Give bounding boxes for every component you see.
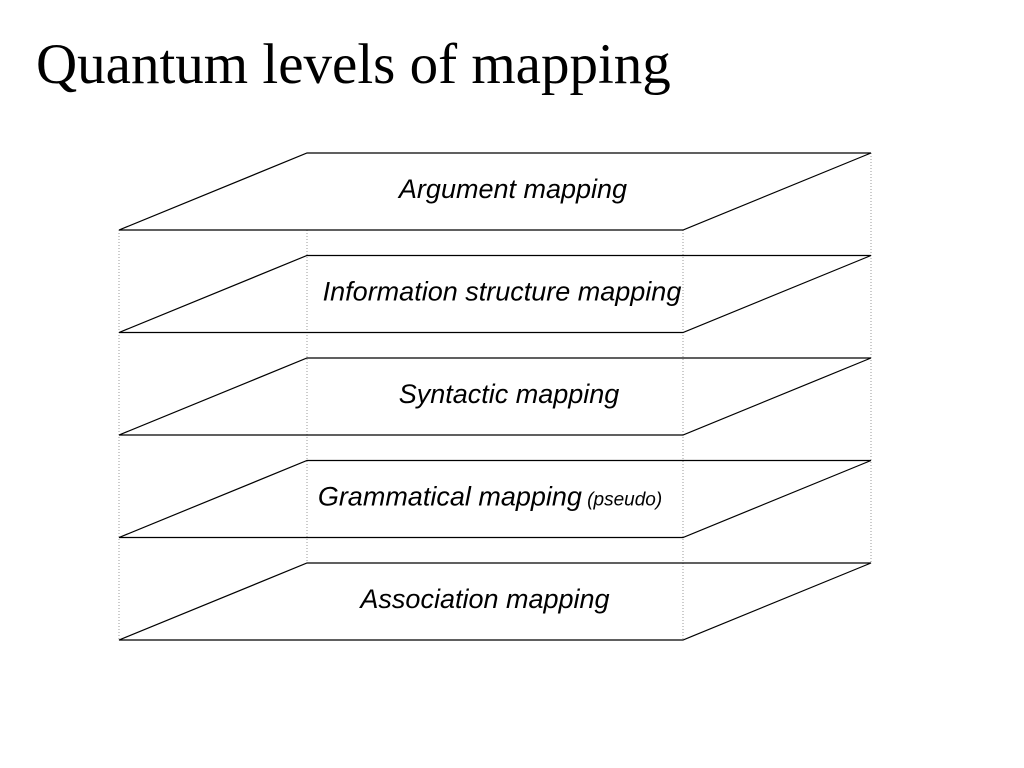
layer-label: Information structure mapping xyxy=(323,277,682,307)
layer-plane xyxy=(118,254,872,334)
layer-label-text: Information structure mapping xyxy=(323,277,682,307)
layer-label: Syntactic mapping xyxy=(399,379,620,409)
layer-label-note: (pseudo) xyxy=(582,490,662,511)
slide-title: Quantum levels of mapping xyxy=(36,33,671,96)
layer-plane xyxy=(118,357,872,436)
layer-label-text: Grammatical mapping xyxy=(318,482,582,512)
layer-plane xyxy=(118,562,872,641)
layer-label-text: Argument mapping xyxy=(397,174,627,204)
layer-label: Grammatical mapping (pseudo) xyxy=(318,482,662,512)
layer-label-text: Association mapping xyxy=(358,584,609,614)
layer-plane xyxy=(118,152,872,231)
stack-planes xyxy=(118,152,872,641)
layer-label: Association mapping xyxy=(358,584,609,614)
layer-plane xyxy=(118,459,872,539)
layer-label: Argument mapping xyxy=(397,174,627,204)
layer-label-text: Syntactic mapping xyxy=(399,379,620,409)
